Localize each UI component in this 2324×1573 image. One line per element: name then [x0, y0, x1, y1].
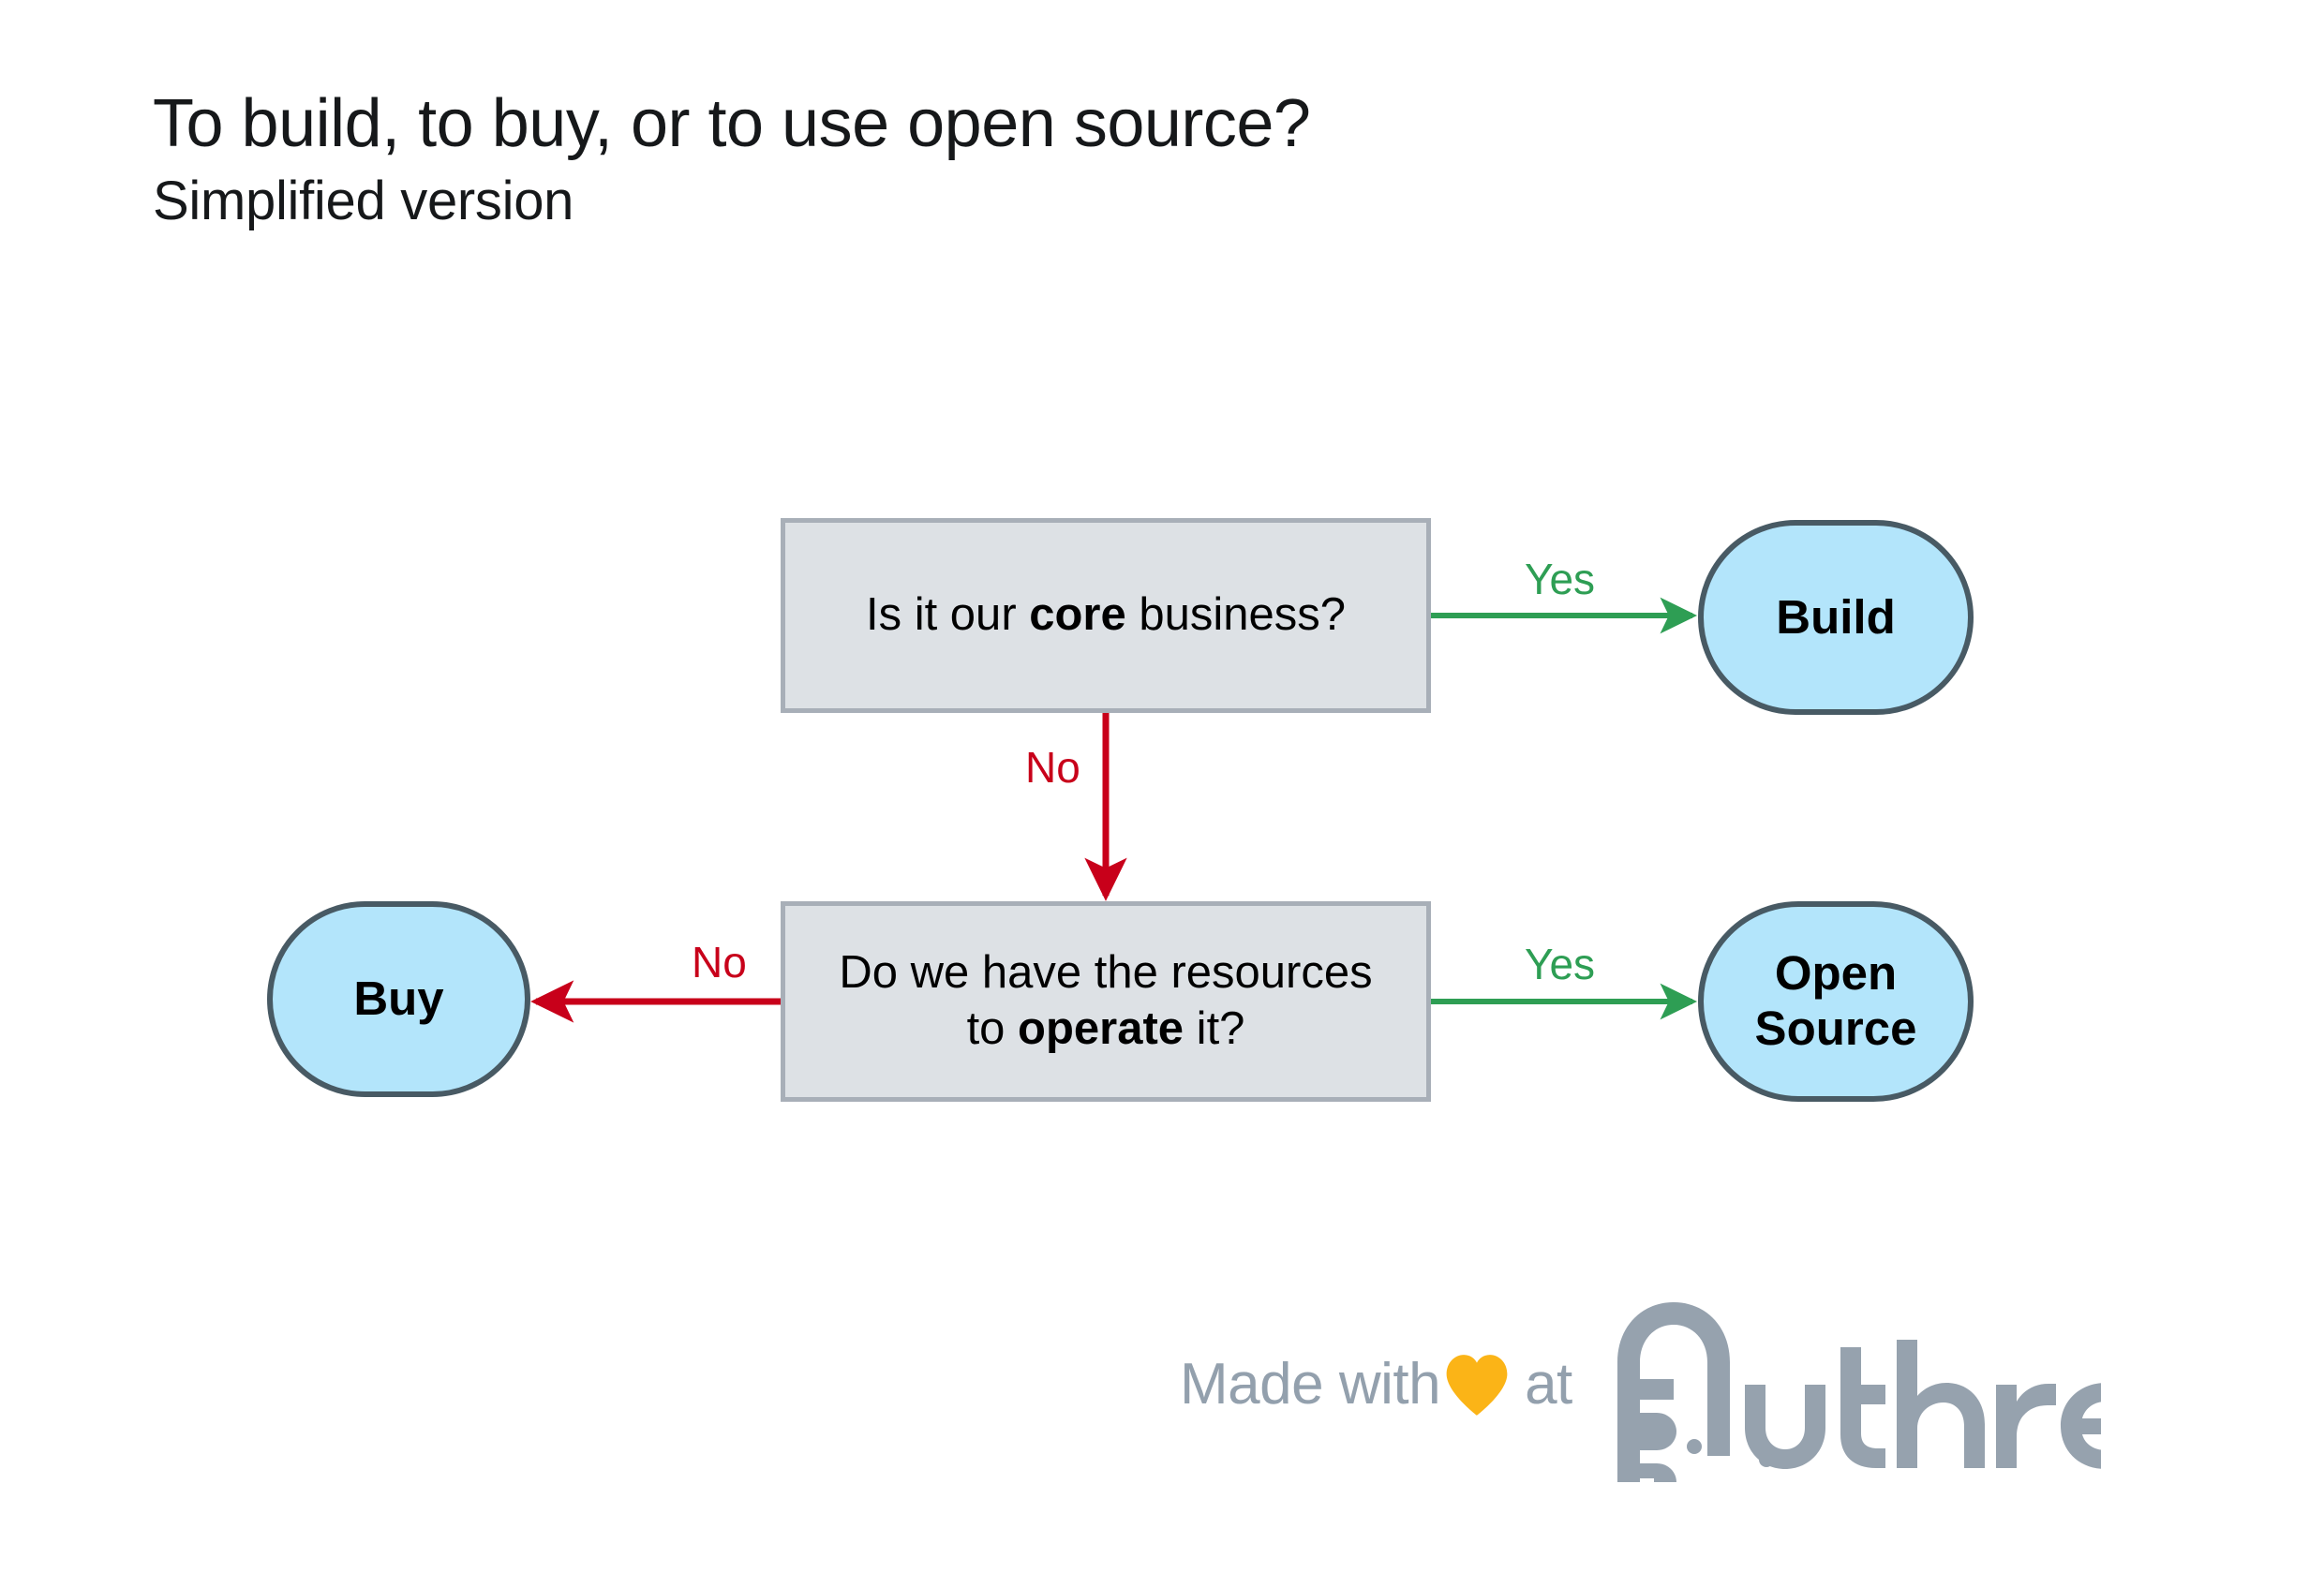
node-build[interactable]: Build [1698, 520, 1974, 715]
made-with-label: Made with [1180, 1352, 1441, 1417]
node-buy-label: Buy [353, 972, 444, 1026]
header: To build, to buy, or to use open source?… [153, 90, 1840, 229]
node-buy[interactable]: Buy [267, 901, 530, 1097]
authress-logo [1604, 1282, 2323, 1488]
at-label: at [1525, 1352, 1572, 1417]
node-build-label: Build [1776, 589, 1896, 644]
edge-label-resources-to-buy: No [692, 938, 747, 987]
edge-label-core-to-build: Yes [1525, 555, 1596, 603]
node-core-business-label: Is it our core business? [865, 589, 1347, 641]
node-core-business[interactable]: Is it our core business? [781, 518, 1431, 713]
page-subtitle: Simplified version [153, 171, 574, 231]
node-core-business-emphasis: core [1029, 589, 1126, 641]
heart-icon [1442, 1352, 1512, 1417]
footer-branding: Made with at [1180, 1302, 2323, 1482]
edge-label-resources-to-open-source: Yes [1525, 940, 1596, 988]
edge-label-core-to-resources: No [1025, 743, 1080, 792]
page-title: To build, to buy, or to use open source? [153, 86, 1311, 161]
node-resources-emphasis: operate [1018, 1003, 1184, 1054]
